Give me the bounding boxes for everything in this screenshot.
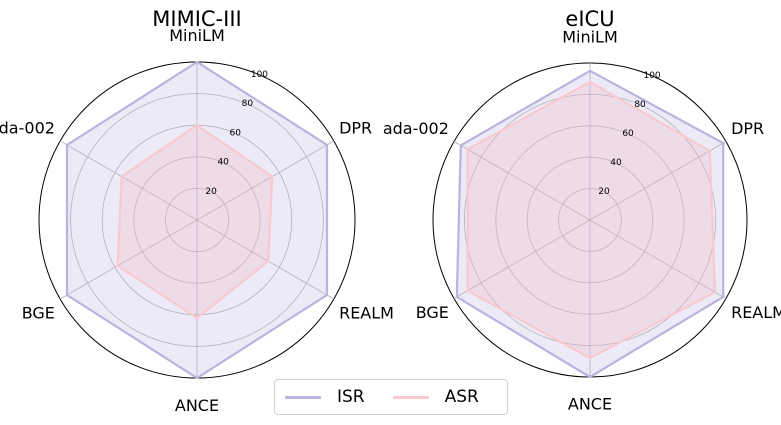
legend-swatch-asr	[392, 395, 429, 399]
grid-spoke	[59, 219, 198, 300]
series-fill-asr	[117, 125, 273, 318]
axis-label-minilm: MiniLM	[169, 26, 225, 45]
axis-label-ada-002: ada-002	[383, 119, 449, 138]
axis-label-ada-002: ada-002	[0, 119, 55, 138]
grid-spoke	[453, 141, 591, 221]
r-tick-label: 20	[205, 187, 217, 197]
r-tick-label: 60	[230, 128, 242, 138]
series-fill-isr	[67, 62, 327, 378]
legend: ISR ASR	[274, 379, 508, 415]
axis-label-realm: REALM	[339, 303, 394, 322]
series-line-isr	[65, 60, 329, 380]
r-tick-label: 40	[610, 158, 622, 168]
legend-item-asr: ASR	[392, 387, 479, 407]
r-tick-label: 80	[242, 99, 254, 109]
axis-label-minilm: MiniLM	[562, 27, 618, 46]
axis-label-ance: ANCE	[175, 396, 219, 415]
grid-spoke	[196, 219, 335, 300]
axis-label-realm: REALM	[731, 303, 781, 322]
axis-label-dpr: DPR	[339, 119, 372, 138]
r-tick-label: 100	[251, 70, 268, 80]
grid-spoke	[196, 140, 335, 221]
r-tick-label: 40	[217, 158, 229, 168]
legend-label-isr: ISR	[337, 387, 365, 407]
radar-panel-0: MIMIC-III 20 40 60 80 100 MiniLM DPR REALM ANCE BG…	[0, 7, 394, 415]
series-line-isr	[455, 69, 725, 379]
series-line-asr	[466, 80, 717, 360]
chart-title: eICU	[565, 7, 614, 31]
grid-spoke	[453, 219, 591, 299]
grid-spoke	[589, 141, 727, 221]
r-tick-label: 20	[598, 187, 610, 197]
r-tick-label: 60	[622, 129, 634, 139]
legend-swatch-isr	[285, 395, 321, 399]
grid-spoke	[59, 140, 198, 221]
axis-label-ance: ANCE	[568, 395, 612, 414]
grid-spoke	[589, 219, 727, 299]
r-tick-label: 100	[643, 71, 660, 81]
series-line-asr	[116, 124, 274, 320]
axis-label-dpr: DPR	[731, 119, 764, 138]
axis-label-bge: BGE	[22, 303, 55, 322]
radar-panel-1: eICU 20 40 60 80 100 MiniLM DPR REALM ANCE BGE ada-…	[383, 7, 781, 414]
series-fill-isr	[456, 70, 724, 378]
chart-title: MIMIC-III	[152, 7, 241, 31]
axis-label-bge: BGE	[416, 303, 449, 322]
legend-item-isr: ISR	[285, 387, 365, 407]
r-tick-label: 80	[634, 100, 646, 110]
legend-label-asr: ASR	[444, 387, 479, 407]
series-fill-asr	[467, 81, 716, 359]
